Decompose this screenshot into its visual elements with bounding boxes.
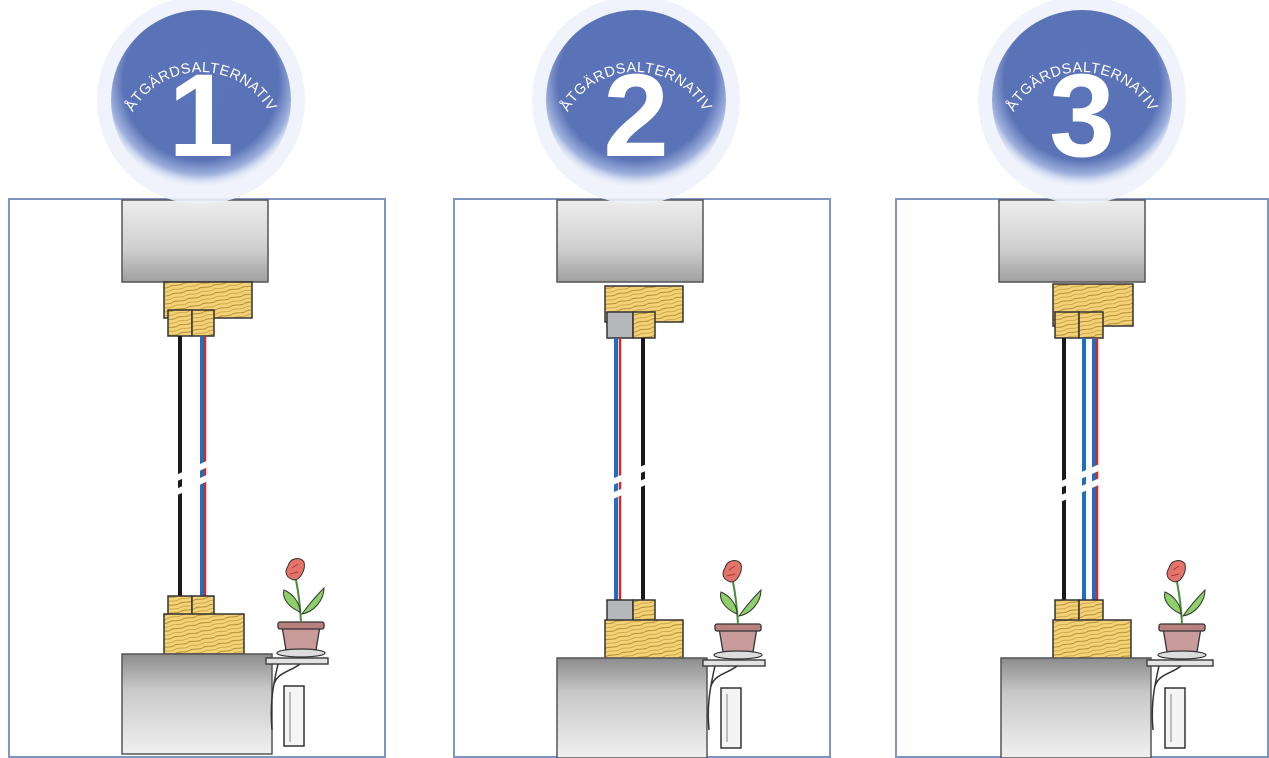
break-mark bbox=[601, 459, 661, 503]
upper-sash-right bbox=[632, 311, 656, 339]
badge-number: 2 bbox=[603, 50, 669, 182]
sill-wall bbox=[121, 653, 273, 755]
flower-pot-icon bbox=[713, 560, 763, 660]
upper-sash-left bbox=[1054, 311, 1080, 339]
alternative-panel-3: ÅTGÄRDSALTERNATIV 3 bbox=[895, 0, 1269, 758]
radiator-icon bbox=[1164, 687, 1186, 749]
upper-sash-right bbox=[1078, 311, 1104, 339]
badge-number: 1 bbox=[168, 50, 234, 182]
flower-pot-icon bbox=[1157, 560, 1207, 660]
lower-frame-wood bbox=[163, 613, 245, 655]
alternative-badge: ÅTGÄRDSALTERNATIV 1 bbox=[97, 0, 305, 204]
window-sill-icon bbox=[1146, 659, 1214, 667]
sill-wall bbox=[1000, 657, 1152, 758]
alternative-badge: ÅTGÄRDSALTERNATIV 3 bbox=[978, 0, 1186, 204]
lintel-wall bbox=[556, 199, 704, 283]
upper-sash-right bbox=[191, 309, 215, 337]
radiator-icon bbox=[283, 685, 305, 747]
alternative-badge: ÅTGÄRDSALTERNATIV 2 bbox=[532, 0, 740, 204]
badge-number: 3 bbox=[1049, 50, 1115, 182]
radiator-icon bbox=[720, 687, 742, 749]
break-mark bbox=[166, 457, 218, 499]
lower-frame-wood bbox=[604, 619, 684, 661]
upper-spacer-gray bbox=[606, 311, 634, 339]
window-section-drawing: ÅTGÄRDSALTERNATIV 1 bbox=[97, 0, 329, 755]
upper-sash-left bbox=[167, 309, 193, 337]
lintel-wall bbox=[121, 199, 269, 283]
sill-wall bbox=[556, 657, 708, 758]
window-sill-icon bbox=[702, 659, 766, 667]
lower-frame-wood bbox=[1052, 619, 1132, 661]
window-section-drawing: ÅTGÄRDSALTERNATIV 2 bbox=[532, 0, 766, 758]
alternative-panel-1: ÅTGÄRDSALTERNATIV 1 bbox=[8, 0, 408, 758]
break-mark bbox=[1051, 461, 1109, 505]
window-section-drawing: ÅTGÄRDSALTERNATIV 3 bbox=[978, 0, 1214, 758]
lintel-wall bbox=[998, 199, 1146, 283]
window-sill-icon bbox=[265, 657, 329, 665]
alternative-panel-2: ÅTGÄRDSALTERNATIV 2 bbox=[453, 0, 853, 758]
flower-pot-icon bbox=[276, 558, 326, 658]
